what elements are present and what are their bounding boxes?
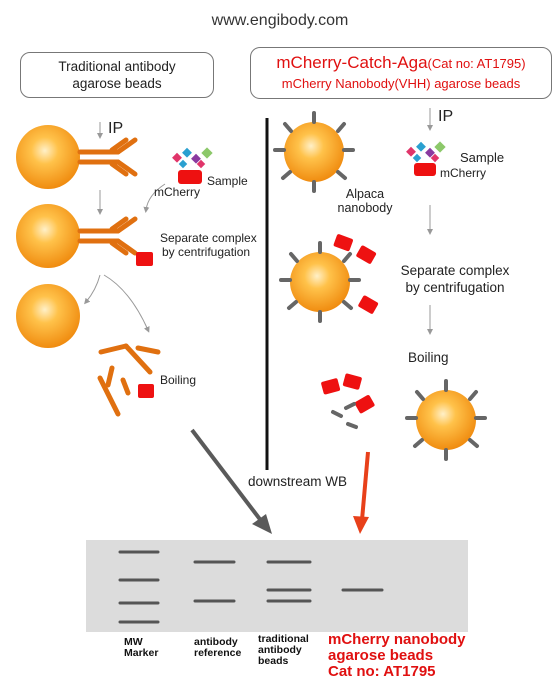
right-sample-label: Sample bbox=[460, 150, 505, 165]
lane-0-line1: MW bbox=[124, 636, 143, 648]
lane-2-line1: traditional bbox=[258, 633, 309, 645]
alpaca-nanobody-label: Alpaca nanobody bbox=[335, 187, 395, 215]
right-ip-label: IP bbox=[438, 108, 454, 125]
western-blot-gel bbox=[86, 540, 468, 632]
mcherry-title-sub: mCherry Nanobody(VHH) agarose beads bbox=[281, 76, 521, 91]
mcherry-product-name: mCherry-Catch-Aga bbox=[276, 53, 428, 72]
right-separate-line2: by centrifugation bbox=[405, 280, 505, 295]
lane-label-mw-marker: MW Marker bbox=[124, 637, 158, 659]
right-boiling-label: Boiling bbox=[408, 350, 449, 365]
lane-2-line3: beads bbox=[258, 655, 289, 667]
highlight-line3: Cat no: AT1795 bbox=[328, 663, 436, 680]
highlight-line2: agarose beads bbox=[328, 647, 434, 664]
left-sample-label: Sample bbox=[207, 174, 248, 188]
mcherry-title-line1: mCherry-Catch-Aga(Cat no: AT1795) bbox=[251, 52, 551, 75]
lane-label-traditional-beads: traditional antibody beads bbox=[258, 634, 309, 667]
lane-label-mcherry-nanobody: mCherry nanobody agarose beads Cat no: A… bbox=[328, 632, 466, 680]
left-sample-cluster bbox=[172, 147, 213, 184]
alpaca-line1: Alpaca bbox=[345, 187, 385, 201]
left-bead-with-complex bbox=[16, 204, 153, 268]
left-separate-line2: by centrifugation bbox=[162, 245, 251, 259]
alpaca-line2: nanobody bbox=[337, 201, 393, 215]
mcherry-catch-title-box: mCherry-Catch-Aga(Cat no: AT1795) mCherr… bbox=[250, 47, 552, 99]
lane-label-antibody-reference: antibody reference bbox=[194, 637, 241, 659]
lane-0-line2: Marker bbox=[124, 647, 159, 659]
lane-1-line2: reference bbox=[194, 647, 242, 659]
right-sample-cluster bbox=[406, 141, 446, 176]
right-bead-after-boiling bbox=[405, 379, 487, 461]
traditional-beads-title-box: Traditional antibody agarose beads bbox=[20, 52, 214, 98]
right-released-fragments bbox=[321, 373, 375, 429]
traditional-title-line2: agarose beads bbox=[72, 76, 162, 91]
right-bead-with-complex bbox=[279, 234, 379, 323]
right-bead-with-nanobodies bbox=[273, 111, 355, 193]
left-mcherry-label: mCherry bbox=[154, 185, 201, 199]
lane-1-line1: antibody bbox=[194, 636, 238, 648]
left-to-gel-arrow bbox=[190, 428, 264, 524]
left-ip-label: IP bbox=[108, 120, 124, 137]
left-separate-line1: Separate complex bbox=[160, 231, 257, 245]
right-to-gel-arrow bbox=[360, 451, 370, 521]
left-mcherry-released bbox=[138, 384, 154, 398]
left-antibody-fragments bbox=[97, 343, 161, 417]
left-bead-with-antibody-1 bbox=[16, 125, 138, 189]
right-separate-label: Separate complex by centrifugation bbox=[390, 262, 520, 296]
lane-2-line2: antibody bbox=[258, 644, 302, 656]
mcherry-cat-no: (Cat no: AT1795) bbox=[427, 56, 526, 71]
right-separate-line1: Separate complex bbox=[400, 263, 510, 278]
highlight-line1: mCherry nanobody bbox=[328, 631, 466, 648]
left-split-arrow-b bbox=[103, 274, 150, 333]
left-split-arrow-a bbox=[84, 274, 101, 305]
downstream-wb-label: downstream WB bbox=[248, 474, 348, 489]
right-mcherry-label: mCherry bbox=[440, 166, 487, 180]
website-url: www.engibody.com bbox=[211, 12, 349, 29]
traditional-title-line1: Traditional antibody bbox=[58, 59, 176, 74]
left-sample-arrow bbox=[143, 183, 166, 213]
left-boiling-label: Boiling bbox=[160, 373, 197, 387]
left-empty-bead bbox=[16, 284, 80, 348]
